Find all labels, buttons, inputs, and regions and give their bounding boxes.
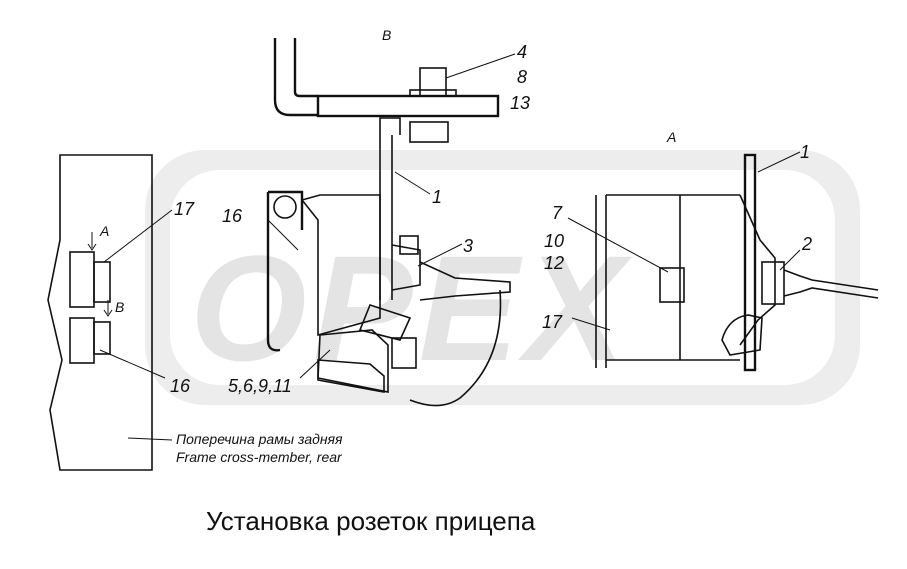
label-1-top: 1	[432, 187, 442, 207]
view-a-assembly: A 1 2 7 10 12 17	[542, 129, 879, 372]
frame-wall	[743, 153, 757, 372]
cable-loop	[409, 289, 502, 407]
label-10: 10	[544, 231, 564, 251]
view-b-label: B	[382, 27, 391, 43]
plug-nut	[391, 337, 417, 369]
leader-1-right	[757, 151, 801, 173]
leader-frame-note	[127, 437, 173, 441]
socket-body-upper	[93, 261, 111, 303]
label-12: 12	[544, 253, 564, 273]
label-2: 2	[801, 234, 812, 254]
label-16-side: 16	[170, 376, 191, 396]
label-4: 4	[517, 42, 527, 62]
seal-right	[721, 314, 763, 356]
leader-5-11	[299, 349, 331, 379]
leader-16-side	[99, 349, 166, 379]
label-3: 3	[463, 236, 473, 256]
leader-17-right	[571, 317, 611, 331]
socket-nut	[391, 244, 421, 291]
arrow-view-b	[103, 300, 113, 317]
watermark-text: OPEX	[190, 224, 633, 392]
view-b-bracket: B 4 8 13	[273, 27, 530, 143]
label-5-11: 5,6,9,11	[228, 376, 292, 396]
leader-2	[779, 249, 801, 271]
center-assembly: 1 3 16 5,6,9,11	[222, 135, 511, 407]
cable-right	[783, 269, 879, 299]
panel-left	[595, 195, 607, 368]
socket-housing	[300, 194, 381, 337]
watermark-plate-inner	[170, 170, 835, 385]
washer	[409, 89, 457, 97]
socket-flange	[739, 194, 776, 346]
frame-member-outline	[47, 154, 153, 471]
housing-right	[606, 194, 740, 361]
bracket-hook	[273, 38, 318, 117]
bracket-stem	[379, 117, 401, 135]
arrow-b-label: B	[115, 299, 124, 315]
nut	[409, 121, 449, 143]
bolt-head	[419, 67, 447, 97]
arrow-a-label: A	[99, 223, 109, 239]
nut-right	[659, 267, 685, 303]
drawing-title: Установка розеток прицепа	[206, 506, 536, 536]
frame-note-en: Frame cross-member, rear	[176, 449, 343, 465]
label-17-side: 17	[174, 199, 195, 219]
cable-gland	[419, 261, 511, 301]
frame-cross-member: A B 17 16 Поперечина рамы задняя Frame c…	[47, 154, 343, 471]
view-a-label: A	[666, 129, 676, 145]
bracket-plate	[316, 94, 500, 118]
socket-body-lower	[93, 321, 111, 355]
gasket	[358, 304, 412, 341]
plug-seal	[317, 359, 385, 393]
cable-gland-right	[761, 261, 785, 305]
arrow-view-a	[87, 232, 97, 251]
label-8: 8	[517, 67, 527, 87]
socket-plate-lower	[69, 317, 95, 364]
label-7: 7	[552, 203, 563, 223]
mount-bolt	[399, 235, 419, 255]
label-1-right: 1	[800, 142, 810, 162]
frame-note-ru: Поперечина рамы задняя	[176, 431, 343, 447]
leader-4	[445, 53, 516, 79]
watermark: OPEX	[145, 150, 860, 405]
leader-3	[417, 243, 463, 267]
leader-16	[267, 219, 299, 251]
leader-17-side	[103, 209, 173, 263]
socket-cover	[266, 190, 304, 352]
label-17-right: 17	[542, 312, 563, 332]
leader-1-top	[394, 171, 431, 195]
label-13: 13	[510, 93, 530, 113]
label-16: 16	[222, 206, 243, 226]
cover-hinge	[273, 195, 297, 219]
socket-plate-upper	[69, 251, 95, 308]
leader-7	[567, 217, 669, 273]
